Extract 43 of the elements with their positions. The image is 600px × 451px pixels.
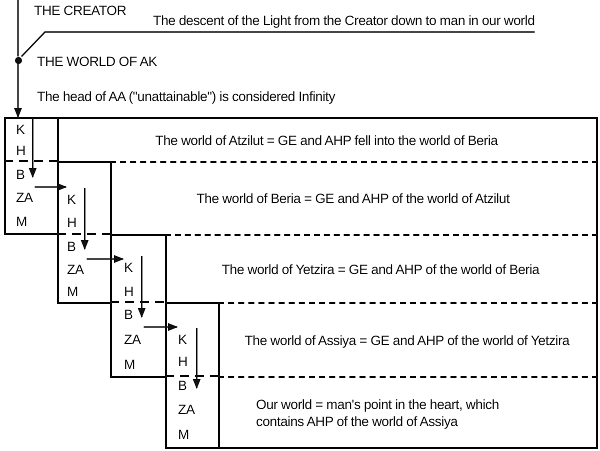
letter-label: H	[67, 215, 76, 231]
letter-label: H	[124, 284, 134, 300]
letter-label: B	[124, 307, 133, 323]
note-text: THE CREATOR	[34, 3, 126, 19]
world-band: The world of Beria = GE and AHP of the world of Atzilut	[110, 161, 598, 234]
arrow	[144, 323, 178, 331]
letter-label: K	[178, 332, 187, 348]
world-band: The world of Yetzira = GE and AHP of the world of Beria	[165, 234, 598, 302]
letter-label: K	[124, 260, 133, 276]
partzuf-column	[4, 117, 59, 235]
world-band: The world of Atzilut = GE and AHP fell into the world of Beria	[57, 117, 598, 161]
letter-label: B	[16, 167, 25, 183]
partzuf-column	[110, 234, 167, 378]
partzuf-column	[165, 302, 220, 449]
letter-label: M	[178, 427, 189, 443]
leader-line	[20, 31, 535, 58]
world-band: Our world = man's point in the heart, which contains AHP of the world of Assiya	[218, 376, 598, 449]
descent-line	[17, 0, 19, 56]
arrow	[80, 188, 89, 250]
letter-label: B	[67, 239, 76, 255]
arrow	[138, 256, 146, 318]
arrow	[28, 118, 37, 178]
letter-label: M	[124, 357, 135, 373]
note-text: The head of AA ("unattainable") is considered Infinity	[37, 89, 336, 105]
letter-label: M	[67, 284, 78, 300]
arrow	[192, 328, 201, 389]
letter-label: H	[178, 354, 188, 370]
letter-label: ZA	[178, 402, 195, 418]
world-label: THE WORLD OF AK	[37, 54, 158, 70]
letter-label: K	[16, 122, 25, 138]
letter-label: M	[16, 214, 27, 230]
letter-label: H	[16, 143, 26, 159]
letter-label: B	[178, 378, 187, 394]
arrow	[14, 64, 22, 118]
arrow	[34, 183, 67, 191]
letter-label: ZA	[124, 332, 141, 348]
letter-label: K	[67, 192, 76, 208]
letter-label: ZA	[67, 262, 84, 278]
world-band: The world of Assiya = GE and AHP of the world of Yetzira	[218, 302, 598, 376]
letter-label: ZA	[16, 190, 33, 206]
arrow	[86, 255, 124, 263]
caption-text: The descent of the Light from the Creator down to man in our world	[153, 13, 535, 29]
partzuf-column	[57, 161, 112, 304]
